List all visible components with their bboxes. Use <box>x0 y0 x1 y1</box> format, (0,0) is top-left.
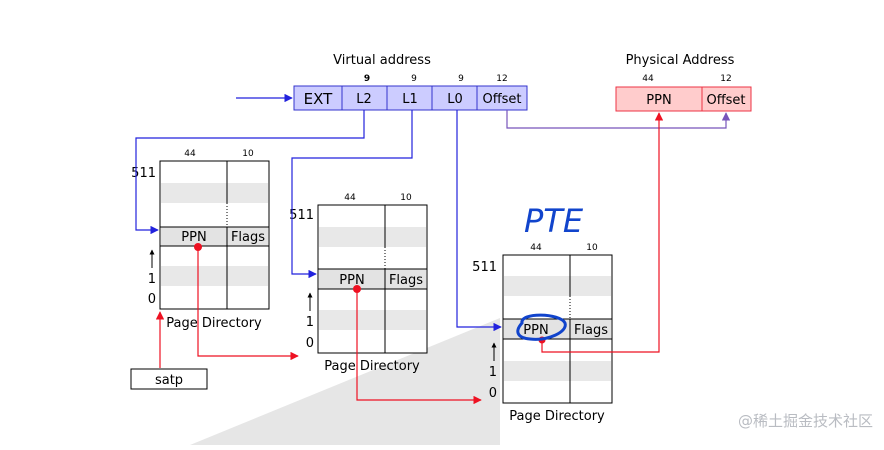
pd2-index-1: 1 <box>306 315 314 330</box>
page-directory-1: 44 10 PPN Flags 511 1 0 Page Directory <box>131 149 270 331</box>
virtual-address-bar: EXT L2 L1 L0 Offset 9 9 9 12 <box>293 74 528 111</box>
pd3-caption: Page Directory <box>509 409 605 424</box>
satp-register: satp <box>130 368 208 390</box>
va-field-ext: EXT <box>304 90 333 108</box>
pd1-ppn-arrow <box>197 247 299 361</box>
pd3-index-511: 511 <box>472 260 497 275</box>
page-directory-3: 44 10 PPN Flags 511 1 0 Page Directory <box>472 243 613 424</box>
pd2-flags-label: Flags <box>389 273 423 288</box>
pd1-flags-bits: 10 <box>242 149 254 159</box>
pd1-index-511: 511 <box>131 166 156 181</box>
satp-label: satp <box>155 373 183 388</box>
pa-field-ppn: PPN <box>646 93 671 108</box>
pd3-ppn-arrow <box>541 112 664 353</box>
pte-circle-mark <box>516 313 567 341</box>
pa-bits-ppn: 44 <box>642 74 654 84</box>
va-bits-l1: 9 <box>411 74 417 84</box>
virtual-address-title: Virtual address <box>333 53 431 68</box>
pd2-ppn-label: PPN <box>339 273 364 288</box>
page-directory-2: 44 10 PPN Flags 511 1 0 Page Directory <box>289 193 428 374</box>
va-field-l2: L2 <box>356 92 372 107</box>
pd2-index-511: 511 <box>289 208 314 223</box>
pd2-index-0: 0 <box>306 336 314 351</box>
va-field-offset: Offset <box>482 92 521 107</box>
l1-index-arrow <box>291 110 413 279</box>
va-field-l0: L0 <box>447 92 463 107</box>
pa-bits-offset: 12 <box>720 74 731 84</box>
va-bits-l0: 9 <box>458 74 464 84</box>
pd3-index-1: 1 <box>489 365 497 380</box>
pd1-caption: Page Directory <box>166 316 262 331</box>
pd2-flags-bits: 10 <box>400 193 412 203</box>
pd1-index-1: 1 <box>148 272 156 287</box>
l2-index-arrow <box>135 110 365 235</box>
pte-handwritten-note: PTE <box>524 202 584 240</box>
pd2-ppn-dot <box>353 285 361 293</box>
pd3-index-0: 0 <box>489 386 497 401</box>
pd3-flags-bits: 10 <box>586 243 598 253</box>
physical-address-title: Physical Address <box>626 53 735 68</box>
pd2-ppn-arrow <box>356 289 482 405</box>
va-bits-l2: 9 <box>364 74 370 84</box>
pd2-ppn-bits: 44 <box>344 193 356 203</box>
pa-field-offset: Offset <box>706 93 745 108</box>
pd1-flags-label: Flags <box>231 230 265 245</box>
va-field-l1: L1 <box>402 92 418 107</box>
pd3-ppn-label: PPN <box>523 323 548 338</box>
pd1-ppn-label: PPN <box>181 230 206 245</box>
pd1-ppn-bits: 44 <box>184 149 196 159</box>
physical-address-bar: PPN Offset 44 12 <box>615 74 752 112</box>
watermark: @稀土掘金技术社区 <box>738 412 873 430</box>
offset-arrow <box>506 110 731 129</box>
va-bits-offset: 12 <box>496 74 507 84</box>
pd1-ppn-dot <box>194 243 202 251</box>
pd3-ppn-bits: 44 <box>530 243 542 253</box>
pd1-index-0: 0 <box>148 292 156 307</box>
pd3-flags-label: Flags <box>574 323 608 338</box>
l0-index-arrow <box>456 110 502 332</box>
pd2-caption: Page Directory <box>324 359 420 374</box>
